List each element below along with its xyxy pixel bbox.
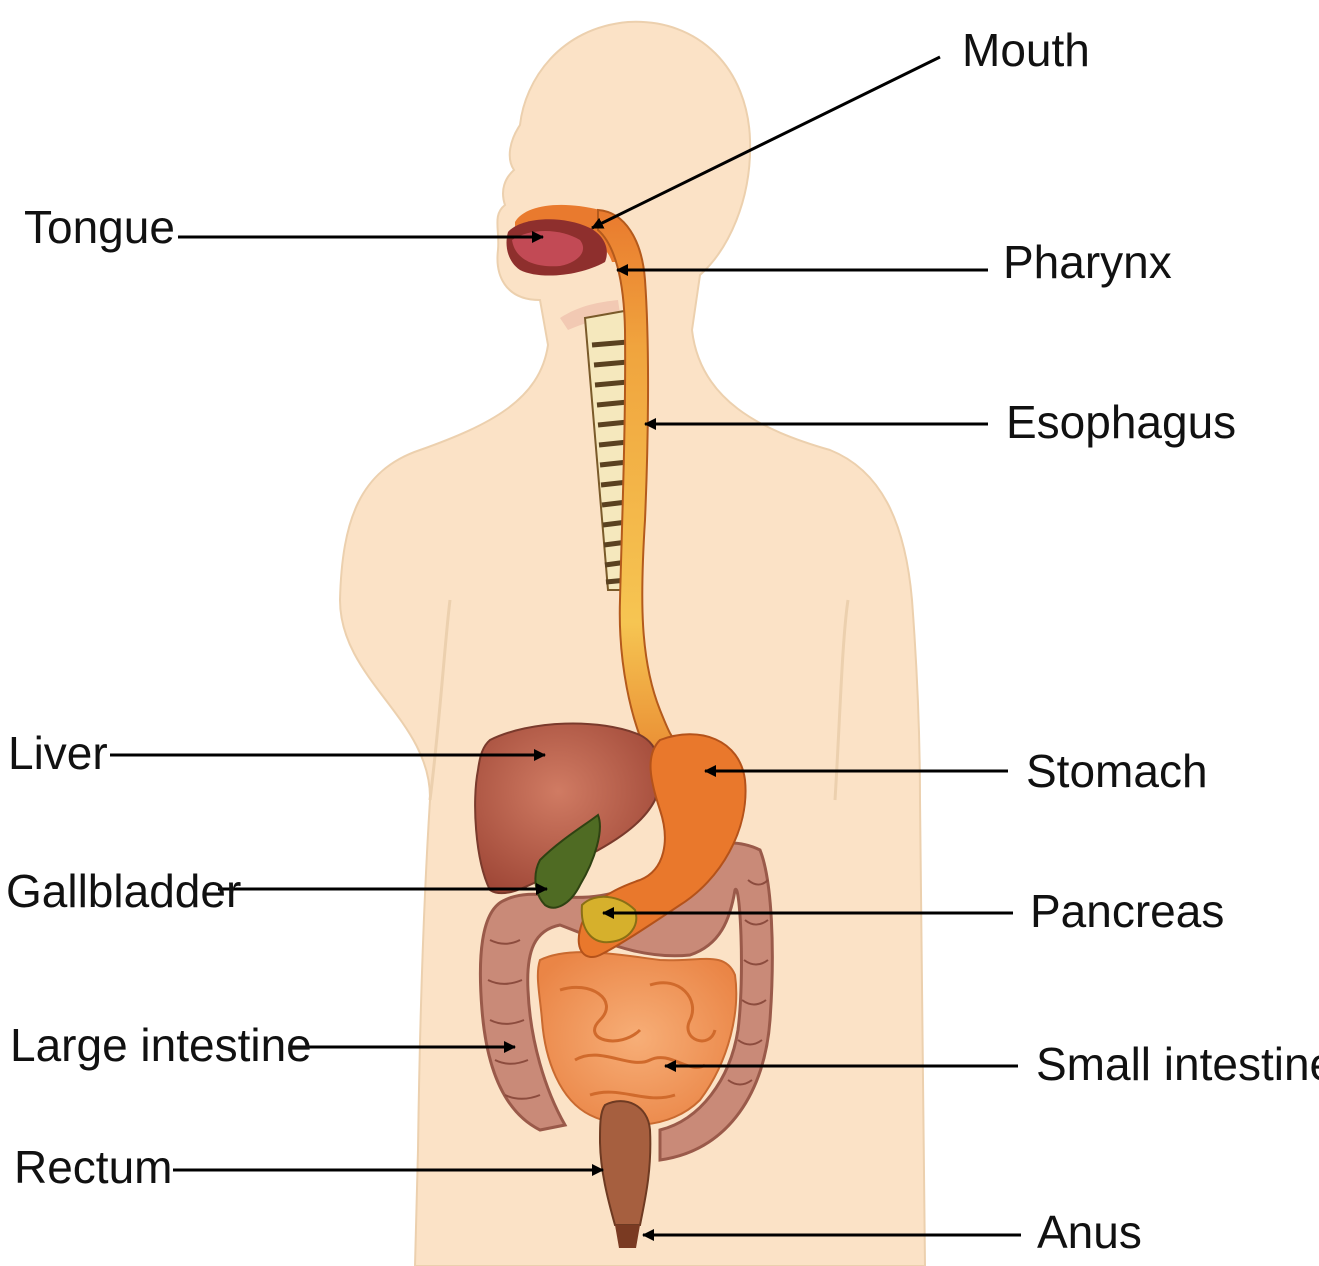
pancreas-shape	[582, 897, 636, 942]
label-pancreas: Pancreas	[1030, 885, 1224, 937]
label-small-intestine: Small intestine	[1036, 1038, 1319, 1090]
label-mouth: Mouth	[962, 24, 1090, 76]
label-liver: Liver	[8, 727, 108, 779]
label-anus: Anus	[1037, 1206, 1142, 1258]
label-esophagus: Esophagus	[1006, 396, 1236, 448]
label-large-intestine: Large intestine	[10, 1019, 312, 1071]
anus-shape	[615, 1225, 640, 1248]
label-rectum: Rectum	[14, 1141, 172, 1193]
label-pharynx: Pharynx	[1003, 236, 1172, 288]
label-stomach: Stomach	[1026, 745, 1208, 797]
label-gallbladder: Gallbladder	[6, 865, 241, 917]
label-tongue: Tongue	[24, 201, 175, 253]
